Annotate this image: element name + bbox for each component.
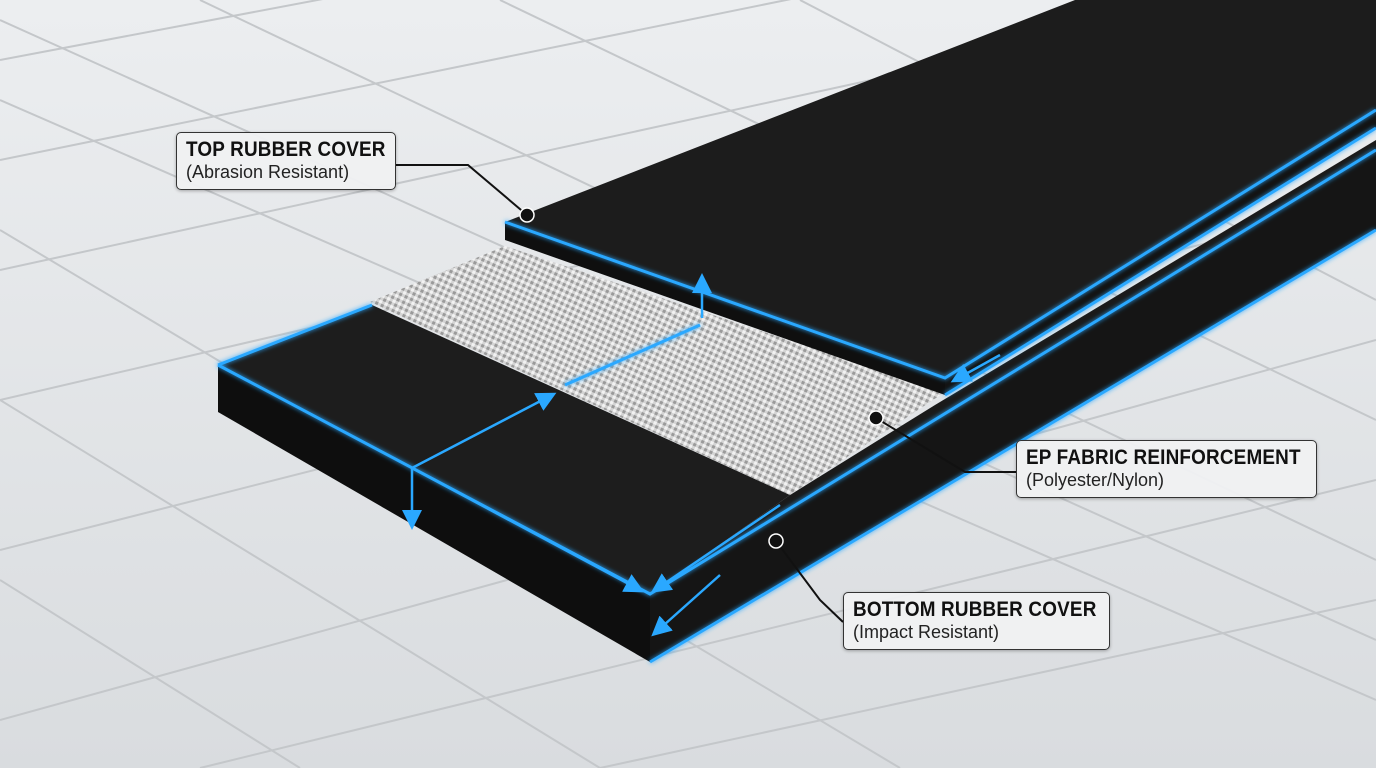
fabric-subtitle: (Polyester/Nylon) (1026, 470, 1165, 490)
leader-lines (395, 164, 1016, 623)
top-rubber-layer (505, 0, 1376, 395)
bottom-rubber-title: BOTTOM RUBBER COVER (853, 598, 1097, 621)
glow-edges (217, 108, 1376, 664)
top-marker-dot (519, 207, 535, 223)
dimension-arrows (402, 273, 1001, 637)
fabric-title: EP FABRIC REINFORCEMENT (1026, 446, 1301, 469)
bottom-rubber-layer (218, 140, 1376, 662)
bottom-rubber-subtitle: (Impact Resistant) (853, 622, 1000, 642)
fabric-layer (370, 246, 945, 495)
fabric-marker-dot (868, 410, 884, 426)
bottom-marker-dot (768, 533, 784, 549)
top-rubber-subtitle: (Abrasion Resistant) (186, 162, 350, 182)
top-rubber-title: TOP RUBBER COVER (186, 138, 386, 161)
top-rubber-label: TOP RUBBER COVER (Abrasion Resistant) (176, 132, 396, 190)
bottom-rubber-label: BOTTOM RUBBER COVER (Impact Resistant) (843, 592, 1110, 650)
fabric-label: EP FABRIC REINFORCEMENT (Polyester/Nylon… (1016, 440, 1317, 498)
